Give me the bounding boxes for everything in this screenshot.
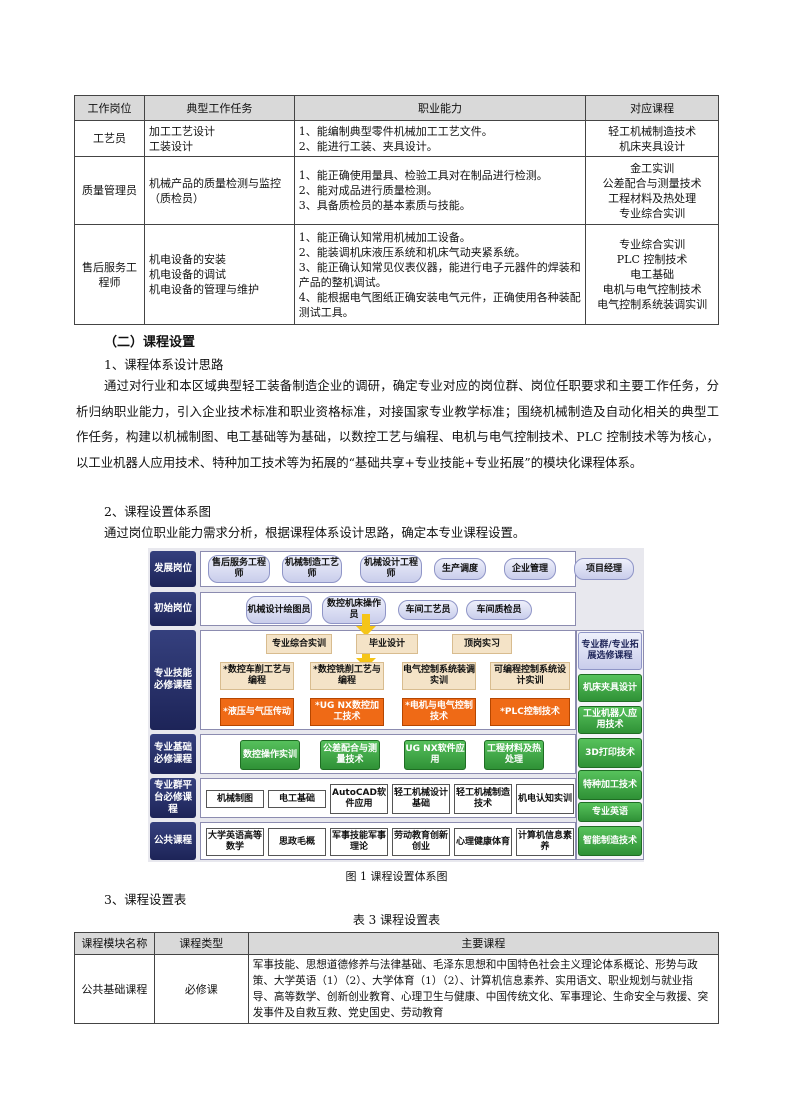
basic-course: UG NX软件应用 bbox=[404, 740, 466, 770]
skill-course: 可编程控制系统设计实训 bbox=[490, 662, 570, 690]
row-label: 初始岗位 bbox=[150, 592, 196, 626]
course-cell: 轻工机械制造技术机床夹具设计 bbox=[585, 120, 719, 157]
elective-course: 特种加工技术 bbox=[578, 770, 642, 800]
table-header-row: 工作岗位 典型工作任务 职业能力 对应课程 bbox=[74, 95, 719, 121]
ability-cell: 1、能编制典型零件机械加工工艺文件。2、能进行工装、夹具设计。 bbox=[293, 120, 587, 157]
module-cell: 公共基础课程 bbox=[74, 954, 155, 1024]
dev-post: 生产调度 bbox=[434, 558, 486, 580]
row-label: 专业技能必修课程 bbox=[150, 630, 196, 730]
subheading-2: 2、课程设置体系图 bbox=[104, 504, 212, 519]
table-row: 公共基础课程 必修课 军事技能、思想道德修养与法律基础、毛泽东思想和中国特色社会… bbox=[74, 954, 720, 1024]
init-post: 车间质检员 bbox=[466, 600, 532, 620]
elective-course: 智能制造技术 bbox=[578, 826, 642, 856]
col-header: 典型工作任务 bbox=[143, 95, 295, 121]
platform-course: AutoCAD软件应用 bbox=[330, 784, 388, 814]
post-cell: 售后服务工程师 bbox=[74, 224, 145, 325]
basic-course: 工程材料及热处理 bbox=[484, 740, 544, 770]
paragraph-2: 通过岗位职业能力需求分析，根据课程体系设计思路，确定本专业课程设置。 bbox=[104, 525, 526, 540]
practice-course: 毕业设计 bbox=[356, 634, 418, 654]
public-course: 心理健康体育 bbox=[454, 828, 512, 856]
practice-course: 顶岗实习 bbox=[452, 634, 512, 654]
row-label: 专业群平台必修课程 bbox=[150, 778, 196, 818]
subheading-3: 3、课程设置表 bbox=[104, 892, 187, 907]
col-header: 课程类型 bbox=[153, 932, 249, 955]
course-setting-table: 课程模块名称 课程类型 主要课程 公共基础课程 必修课 军事技能、思想道德修养与… bbox=[74, 932, 720, 1024]
skill-course: 电气控制系统装调实训 bbox=[402, 662, 476, 690]
basic-course: 数控操作实训 bbox=[240, 740, 300, 770]
public-course: 计算机信息素养 bbox=[516, 828, 574, 856]
elective-course: 工业机器人应用技术 bbox=[578, 706, 642, 734]
subheading-1: 1、课程体系设计思路 bbox=[104, 357, 224, 372]
platform-course: 机械制图 bbox=[206, 790, 264, 808]
row-label: 专业基础必修课程 bbox=[150, 734, 196, 774]
section-heading: （二）课程设置 bbox=[104, 335, 196, 350]
elective-title: 专业群/专业拓展选修课程 bbox=[578, 632, 642, 670]
task-cell: 机械产品的质量检测与监控（质检员） bbox=[143, 156, 295, 225]
col-header: 课程模块名称 bbox=[74, 932, 155, 955]
post-cell: 质量管理员 bbox=[74, 156, 145, 225]
platform-course: 轻工机械设计基础 bbox=[392, 784, 450, 814]
courses-cell: 军事技能、思想道德修养与法律基础、毛泽东思想和中国特色社会主义理论体系概论、形势… bbox=[247, 954, 720, 1024]
job-ability-table: 工作岗位 典型工作任务 职业能力 对应课程 工艺员 加工工艺设计工装设计 1、能… bbox=[74, 95, 719, 325]
platform-course: 机电认知实训 bbox=[516, 784, 574, 814]
task-cell: 机电设备的安装机电设备的调试机电设备的管理与维护 bbox=[143, 224, 295, 325]
init-post: 车间工艺员 bbox=[398, 600, 458, 620]
row-label: 发展岗位 bbox=[150, 551, 196, 587]
figure-caption: 图 1 课程设置体系图 bbox=[345, 870, 448, 883]
platform-course: 电工基础 bbox=[268, 790, 326, 808]
core-course: *PLC控制技术 bbox=[490, 698, 570, 726]
elective-course: 3D打印技术 bbox=[578, 738, 642, 768]
col-header: 主要课程 bbox=[247, 932, 720, 955]
basic-course: 公差配合与测量技术 bbox=[320, 740, 380, 770]
course-cell: 金工实训公差配合与测量技术工程材料及热处理专业综合实训 bbox=[585, 156, 719, 225]
skill-course: *数控车削工艺与编程 bbox=[220, 662, 294, 690]
post-cell: 工艺员 bbox=[74, 120, 145, 157]
task-cell: 加工工艺设计工装设计 bbox=[143, 120, 295, 157]
init-post: 数控机床操作员 bbox=[322, 596, 386, 624]
public-course: 思政毛概 bbox=[268, 828, 326, 856]
core-course: *液压与气压传动 bbox=[220, 698, 294, 726]
table-title: 表 3 课程设置表 bbox=[352, 913, 441, 927]
public-course: 军事技能军事理论 bbox=[330, 828, 388, 856]
dev-post: 售后服务工程师 bbox=[208, 555, 270, 583]
elective-course: 专业英语 bbox=[578, 802, 642, 822]
row-label: 公共课程 bbox=[150, 822, 196, 860]
col-header: 对应课程 bbox=[585, 95, 719, 121]
table-row: 质量管理员 机械产品的质量检测与监控（质检员） 1、能正确使用量具、检验工具对在… bbox=[74, 156, 719, 225]
table-row: 售后服务工程师 机电设备的安装机电设备的调试机电设备的管理与维护 1、能正确认知… bbox=[74, 224, 719, 325]
col-header: 职业能力 bbox=[293, 95, 587, 121]
type-cell: 必修课 bbox=[153, 954, 249, 1024]
paragraph-1: 通过对行业和本区域典型轻工装备制造企业的调研，确定专业对应的岗位群、岗位任职要求… bbox=[76, 378, 719, 470]
init-post: 机械设计绘图员 bbox=[246, 596, 312, 624]
table-header-row: 课程模块名称 课程类型 主要课程 bbox=[74, 932, 720, 955]
dev-post: 项目经理 bbox=[574, 558, 634, 580]
ability-cell: 1、能正确认知常用机械加工设备。2、能装调机床液压系统和机床气动夹紧系统。3、能… bbox=[293, 224, 587, 325]
elective-course: 机床夹具设计 bbox=[578, 674, 642, 702]
course-system-diagram: 发展岗位 初始岗位 专业技能必修课程 专业基础必修课程 专业群平台必修课程 公共… bbox=[148, 548, 644, 862]
dev-post: 企业管理 bbox=[504, 558, 556, 580]
core-course: *电机与电气控制技术 bbox=[402, 698, 476, 726]
col-header: 工作岗位 bbox=[74, 95, 145, 121]
core-course: *UG NX数控加工技术 bbox=[310, 698, 384, 726]
practice-course: 专业综合实训 bbox=[266, 634, 332, 654]
table-row: 工艺员 加工工艺设计工装设计 1、能编制典型零件机械加工工艺文件。2、能进行工装… bbox=[74, 120, 719, 157]
public-course: 大学英语高等数学 bbox=[206, 828, 264, 856]
ability-cell: 1、能正确使用量具、检验工具对在制品进行检测。2、能对成品进行质量检测。3、具备… bbox=[293, 156, 587, 225]
public-course: 劳动教育创新创业 bbox=[392, 828, 450, 856]
dev-post: 机械制造工艺师 bbox=[282, 555, 342, 583]
dev-post: 机械设计工程师 bbox=[360, 555, 422, 583]
platform-course: 轻工机械制造技术 bbox=[454, 784, 512, 814]
skill-course: *数控铣削工艺与编程 bbox=[310, 662, 384, 690]
